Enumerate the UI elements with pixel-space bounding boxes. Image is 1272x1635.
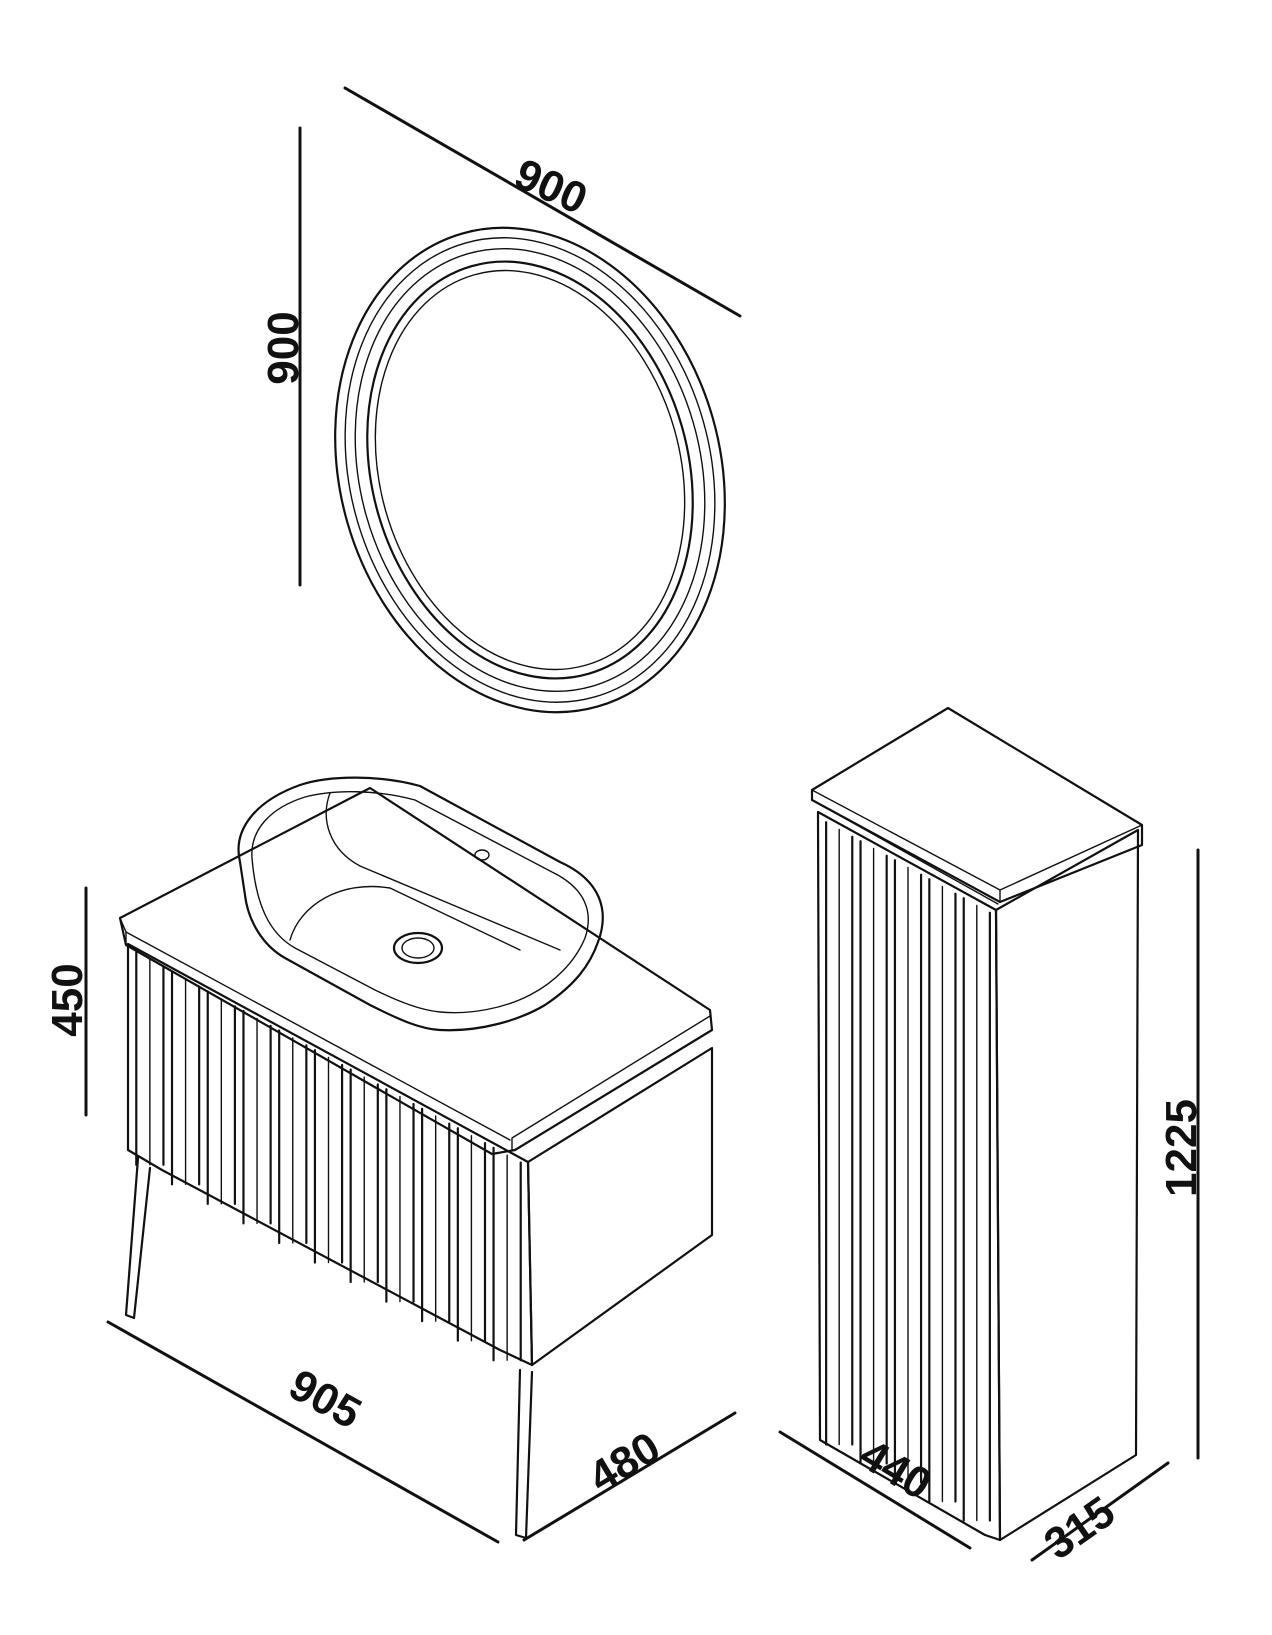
tall-cabinet xyxy=(810,706,1144,1542)
vanity-front-flutes xyxy=(135,951,522,1362)
vanity-width-dimension-line xyxy=(106,1320,500,1544)
vanity-height-label: 450 xyxy=(43,963,92,1036)
mirror-height-label: 900 xyxy=(259,311,308,384)
cabinet-width-dimension-line xyxy=(778,1430,972,1550)
round-mirror xyxy=(334,226,726,714)
vanity-unit xyxy=(118,786,714,1540)
vanity-depth-dimension-line xyxy=(522,1411,737,1542)
cabinet-depth-dimension-line xyxy=(1030,1461,1170,1562)
mirror-width-dimension-line xyxy=(343,86,742,318)
mirror-width-label: 900 xyxy=(507,149,594,224)
tall-cabinet-front-flutes xyxy=(825,821,991,1522)
cabinet-height-label: 1225 xyxy=(1157,1099,1206,1197)
vanity-depth-label: 480 xyxy=(580,1423,668,1503)
cabinet-width-label: 440 xyxy=(851,1430,939,1510)
vessel-basin xyxy=(237,776,604,1032)
cabinet-depth-label: 315 xyxy=(1036,1487,1124,1569)
